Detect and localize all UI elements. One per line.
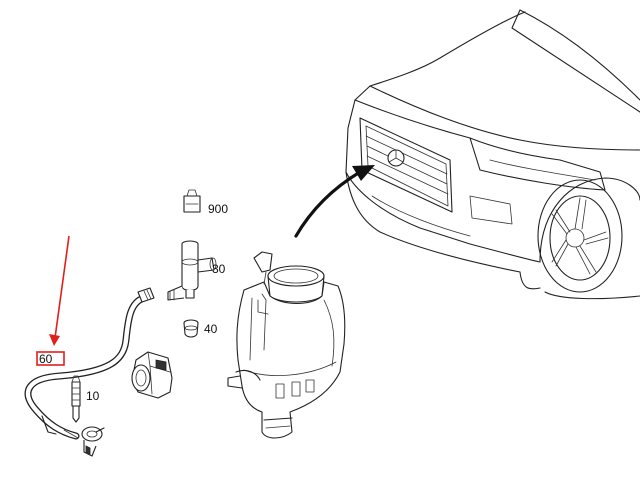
callout-60: 60	[39, 352, 53, 366]
grommet-40	[183, 319, 199, 338]
location-arrow	[294, 165, 375, 238]
highlight-arrow	[49, 235, 70, 346]
highlight-box-60	[36, 351, 65, 366]
level-sensor-module	[131, 351, 173, 399]
callout-900: 900	[208, 202, 228, 216]
washer-hose-60	[24, 287, 155, 457]
car-front-illustration	[345, 9, 640, 300]
callout-10: 10	[86, 389, 100, 403]
callout-30: 30	[212, 262, 226, 276]
connector-900	[183, 189, 201, 213]
washer-pump-30	[167, 240, 217, 301]
washer-fluid-reservoir	[227, 251, 346, 439]
washer-nozzle-10	[71, 375, 81, 423]
callout-40: 40	[204, 322, 218, 336]
